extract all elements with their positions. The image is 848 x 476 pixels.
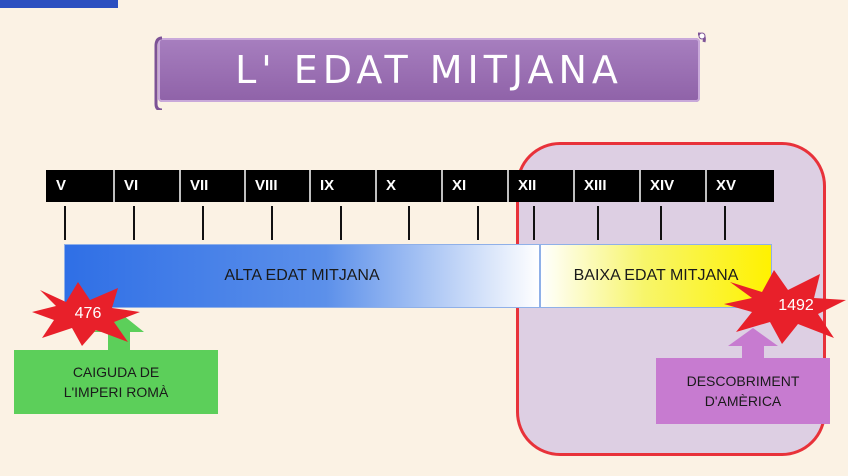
century-label: XI bbox=[452, 177, 467, 194]
century-label: V bbox=[56, 177, 67, 194]
start-event-label-line1: CAIGUDA DE bbox=[72, 364, 160, 380]
century-bar bbox=[46, 170, 774, 202]
baixa-period-label: BAIXA EDAT MITJANA bbox=[573, 267, 739, 284]
timeline-tick bbox=[340, 206, 342, 240]
end-event-box: DESCOBRIMENT D'AMÈRICA bbox=[656, 358, 830, 424]
century-label: X bbox=[386, 177, 397, 194]
century-label: XV bbox=[716, 177, 737, 194]
timeline-tick bbox=[533, 206, 535, 240]
start-event-box: CAIGUDA DE L'IMPERI ROMÀ bbox=[14, 350, 218, 414]
century-label: VII bbox=[190, 177, 209, 194]
century-label: IX bbox=[320, 177, 335, 194]
page-title: L' EDAT MITJANA bbox=[235, 48, 623, 92]
up-arrow-icon bbox=[728, 328, 778, 362]
timeline-tick bbox=[724, 206, 726, 240]
start-year-label: 476 bbox=[74, 305, 102, 322]
timeline-tick bbox=[597, 206, 599, 240]
century-label: XIII bbox=[584, 177, 607, 194]
timeline-tick bbox=[660, 206, 662, 240]
century-separators bbox=[113, 170, 707, 202]
timeline-tick bbox=[477, 206, 479, 240]
end-event-label-line2: D'AMÈRICA bbox=[704, 393, 782, 409]
timeline-tick bbox=[133, 206, 135, 240]
century-label: VIII bbox=[255, 177, 278, 194]
timeline-tick bbox=[271, 206, 273, 240]
start-event-label-line2: L'IMPERI ROMÀ bbox=[63, 384, 169, 400]
century-label: XIV bbox=[650, 177, 675, 194]
end-event-label-line1: DESCOBRIMENT bbox=[686, 373, 800, 389]
starburst-icon bbox=[32, 282, 140, 346]
century-label: VI bbox=[124, 177, 139, 194]
alta-edat-mitjana-bar: ALTA EDAT MITJANA bbox=[64, 244, 540, 308]
header-accent-bar bbox=[0, 0, 118, 8]
timeline-tick bbox=[64, 206, 66, 240]
scroll-curl-decoration bbox=[154, 32, 706, 110]
century-label: XII bbox=[518, 177, 537, 194]
end-year-label: 1492 bbox=[778, 297, 814, 314]
title-banner bbox=[158, 38, 700, 102]
alta-period-label: ALTA EDAT MITJANA bbox=[224, 267, 380, 284]
timeline-tick bbox=[202, 206, 204, 240]
timeline-tick bbox=[408, 206, 410, 240]
starburst-icon bbox=[724, 270, 846, 344]
